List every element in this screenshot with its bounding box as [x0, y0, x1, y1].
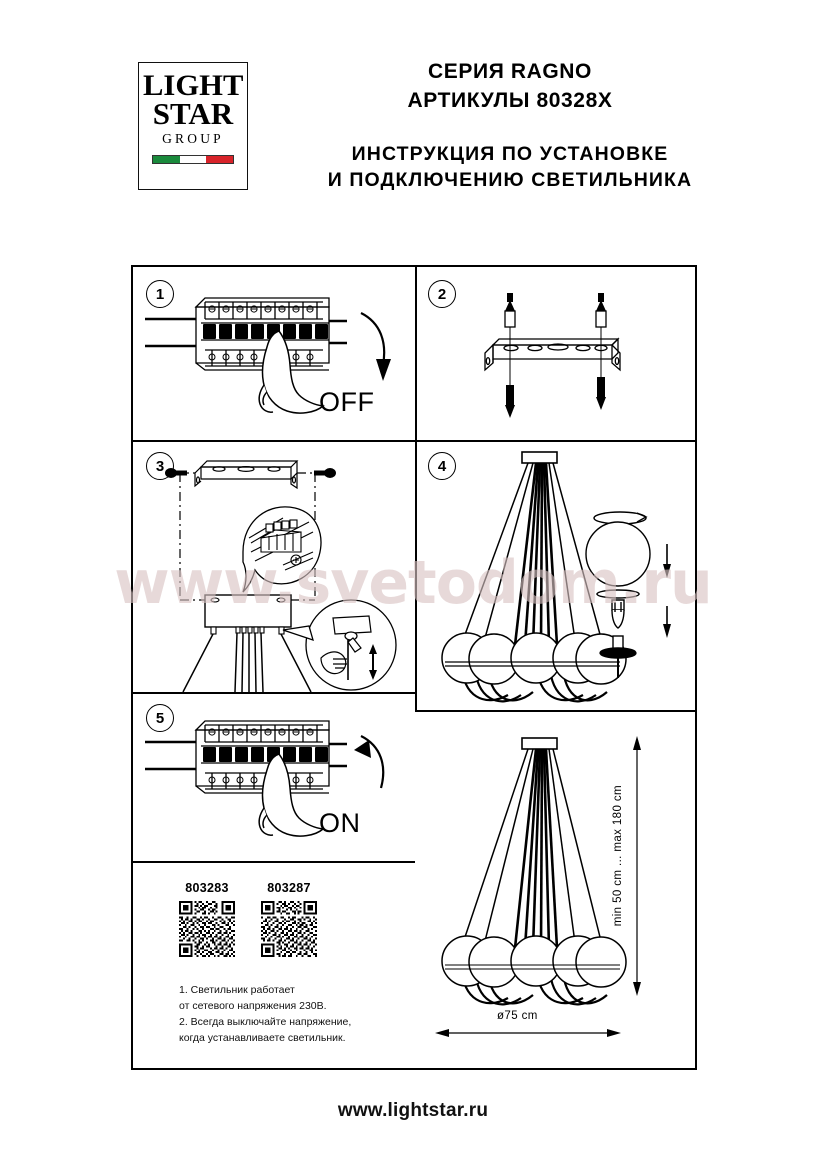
- chandelier-assembly-illustration: [441, 451, 671, 703]
- qr-label: 803283: [185, 881, 229, 895]
- series-title: СЕРИЯ RAGNO: [428, 60, 592, 83]
- step-panel-5: 5: [133, 692, 415, 861]
- divider-horizontal-5: [415, 710, 697, 712]
- step-number-4: 4: [428, 452, 456, 480]
- step-number-1: 1: [146, 280, 174, 308]
- header-title-block: СЕРИЯ RAGNO АРТИКУЛЫ 80328X ИНСТРУКЦИЯ П…: [300, 58, 720, 194]
- qr-code-icon[interactable]: [261, 901, 317, 957]
- instruction-line-2: И ПОДКЛЮЧЕНИЮ СВЕТИЛЬНИКА: [327, 169, 693, 192]
- instruction-frame: 1: [131, 265, 697, 1070]
- divider-horizontal-1: [133, 440, 415, 442]
- base-plate-illustration: [165, 460, 397, 692]
- divider-horizontal-4: [415, 440, 697, 442]
- step-panel-4: 4: [415, 440, 697, 710]
- step-panel-1: 1: [133, 267, 415, 440]
- footer-website: www.lightstar.ru: [337, 1100, 489, 1121]
- lightstar-logo: LIGHT STAR GROUP: [138, 62, 248, 190]
- divider-horizontal-3: [133, 861, 415, 863]
- divider-vertical-top: [415, 267, 417, 710]
- chandelier-dimensions-illustration: [435, 736, 641, 1037]
- qr-notes-section: 803283: [133, 861, 415, 1070]
- note-line-2: от сетевого напряжения 230В.: [179, 999, 327, 1012]
- step-caption-off: OFF: [319, 387, 375, 417]
- page-header: LIGHT STAR GROUP СЕРИЯ RAGNO АРТИКУЛЫ 80…: [0, 0, 826, 210]
- qr-code-group: 803283: [179, 881, 317, 957]
- step-number-3: 3: [146, 452, 174, 480]
- step-panel-3: 3: [133, 440, 415, 692]
- divider-horizontal-2: [133, 692, 415, 694]
- diameter-dimension-label: ø75 cm: [497, 1010, 538, 1022]
- safety-notes: 1. Светильник работает от сетевого напря…: [179, 983, 459, 1047]
- note-line-4: когда устанавливаете светильник.: [179, 1031, 346, 1044]
- step-number-5: 5: [146, 704, 174, 732]
- dimensions-panel: min 50 cm ... max 180 cm ø75 cm: [415, 710, 697, 1070]
- logo-text-star: STAR: [152, 95, 234, 131]
- instruction-line-1: ИНСТРУКЦИЯ ПО УСТАНОВКЕ: [351, 142, 669, 165]
- logo-text-light: LIGHT: [142, 69, 244, 102]
- breaker-off-illustration: [145, 297, 391, 414]
- note-line-3: 2. Всегда выключайте напряжение,: [179, 1015, 352, 1028]
- step-caption-on: ON: [319, 808, 361, 838]
- step-number-2: 2: [428, 280, 456, 308]
- qr-code-icon[interactable]: [179, 901, 235, 957]
- note-line-1: 1. Светильник работает: [179, 984, 295, 996]
- breaker-on-illustration: [145, 720, 385, 837]
- qr-label: 803287: [267, 881, 311, 895]
- step-panel-2: 2: [415, 267, 697, 440]
- italian-flag-icon: [152, 155, 234, 165]
- logo-text-group: GROUP: [162, 131, 224, 147]
- article-title: АРТИКУЛЫ 80328X: [407, 88, 613, 112]
- qr-item[interactable]: 803287: [261, 881, 317, 957]
- bracket-mounting-illustration: [484, 293, 621, 418]
- height-dimension-label: min 50 cm ... max 180 cm: [612, 785, 624, 927]
- qr-item[interactable]: 803283: [179, 881, 235, 957]
